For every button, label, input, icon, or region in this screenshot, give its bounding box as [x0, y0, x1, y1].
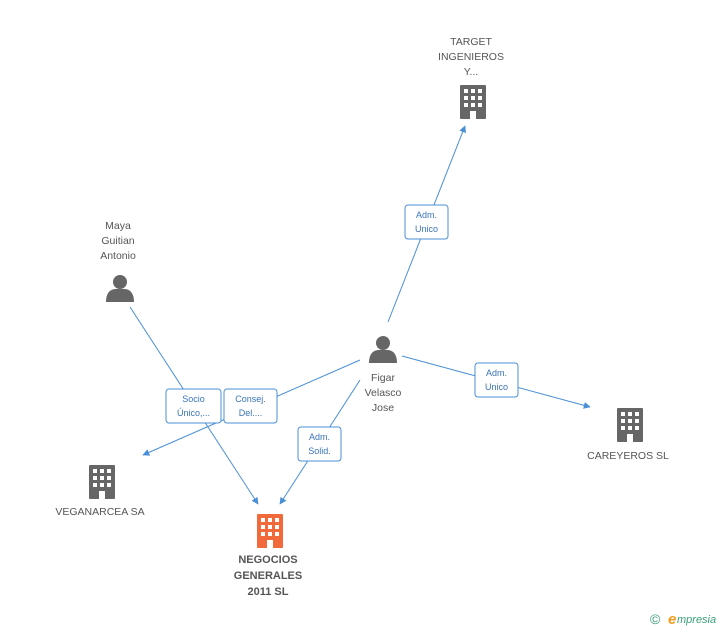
building-icon	[89, 465, 115, 499]
node-label-line-1: Figar	[371, 372, 395, 384]
brand-e-letter: e	[668, 611, 676, 628]
node-label-line-2: Guitian	[101, 235, 134, 247]
node-label-line-2: Velasco	[365, 387, 402, 399]
node-figar-velasco-jose[interactable]: Figar Velasco Jose	[365, 336, 402, 414]
brand-name: mpresia	[677, 614, 716, 626]
edge-label-box	[297, 426, 342, 462]
edge-label-figar-veganarcea[interactable]: Consej. Del....	[223, 388, 278, 424]
node-label-line-1: VEGANARCEA SA	[55, 506, 144, 518]
edge-label-box	[223, 388, 278, 424]
edge-figar-negocios[interactable]: Adm. Solid.	[279, 379, 361, 505]
edge-label-line-1: Socio	[182, 394, 205, 404]
node-label-line-3: 2011 SL	[248, 586, 289, 598]
node-label-line-3: Jose	[372, 402, 394, 414]
edge-label-line-2: Único,...	[177, 408, 210, 418]
node-label-line-1: NEGOCIOS	[238, 554, 297, 566]
node-label-line-2: GENERALES	[234, 570, 302, 582]
edge-label-box	[474, 362, 519, 398]
node-label-line-3: Antonio	[100, 250, 136, 262]
node-label-line-1: TARGET	[450, 36, 492, 48]
edge-label-box	[404, 204, 449, 240]
building-icon	[617, 408, 643, 442]
building-icon	[257, 514, 283, 548]
edge-figar-target[interactable]: Adm. Unico	[387, 125, 466, 323]
edge-label-line-2: Del....	[239, 408, 263, 418]
node-negocios-generales[interactable]: NEGOCIOS GENERALES 2011 SL	[234, 514, 302, 598]
edge-label-line-2: Solid.	[308, 446, 331, 456]
edge-label-line-1: Consej.	[235, 394, 266, 404]
copyright-symbol: ©	[650, 611, 661, 627]
edge-label-line-1: Adm.	[486, 368, 507, 378]
node-label-line-1: CAREYEROS SL	[587, 450, 669, 462]
edge-label-box	[165, 388, 222, 424]
brand-watermark: © e mpresia	[650, 611, 716, 628]
person-icon	[369, 336, 397, 363]
node-veganarcea-sa[interactable]: VEGANARCEA SA	[55, 465, 145, 518]
node-target-ingenieros[interactable]: TARGET INGENIEROS Y...	[438, 36, 504, 119]
edge-label-line-1: Adm.	[416, 210, 437, 220]
edge-label-line-2: Unico	[415, 224, 438, 234]
edge-figar-careyeros[interactable]: Adm. Unico	[401, 355, 591, 409]
node-maya-guitian-antonio[interactable]: Maya Guitian Antonio	[100, 220, 136, 302]
edge-label-line-1: Adm.	[309, 432, 330, 442]
node-label-line-3: Y...	[464, 66, 478, 78]
person-icon	[106, 275, 134, 302]
node-careyeros-sl[interactable]: CAREYEROS SL	[587, 408, 669, 462]
node-label-line-1: Maya	[105, 220, 131, 232]
node-label-line-2: INGENIEROS	[438, 51, 504, 63]
edge-label-maya-negocios[interactable]: Socio Único,...	[165, 388, 222, 424]
edge-label-line-2: Unico	[485, 382, 508, 392]
building-icon	[460, 85, 486, 119]
